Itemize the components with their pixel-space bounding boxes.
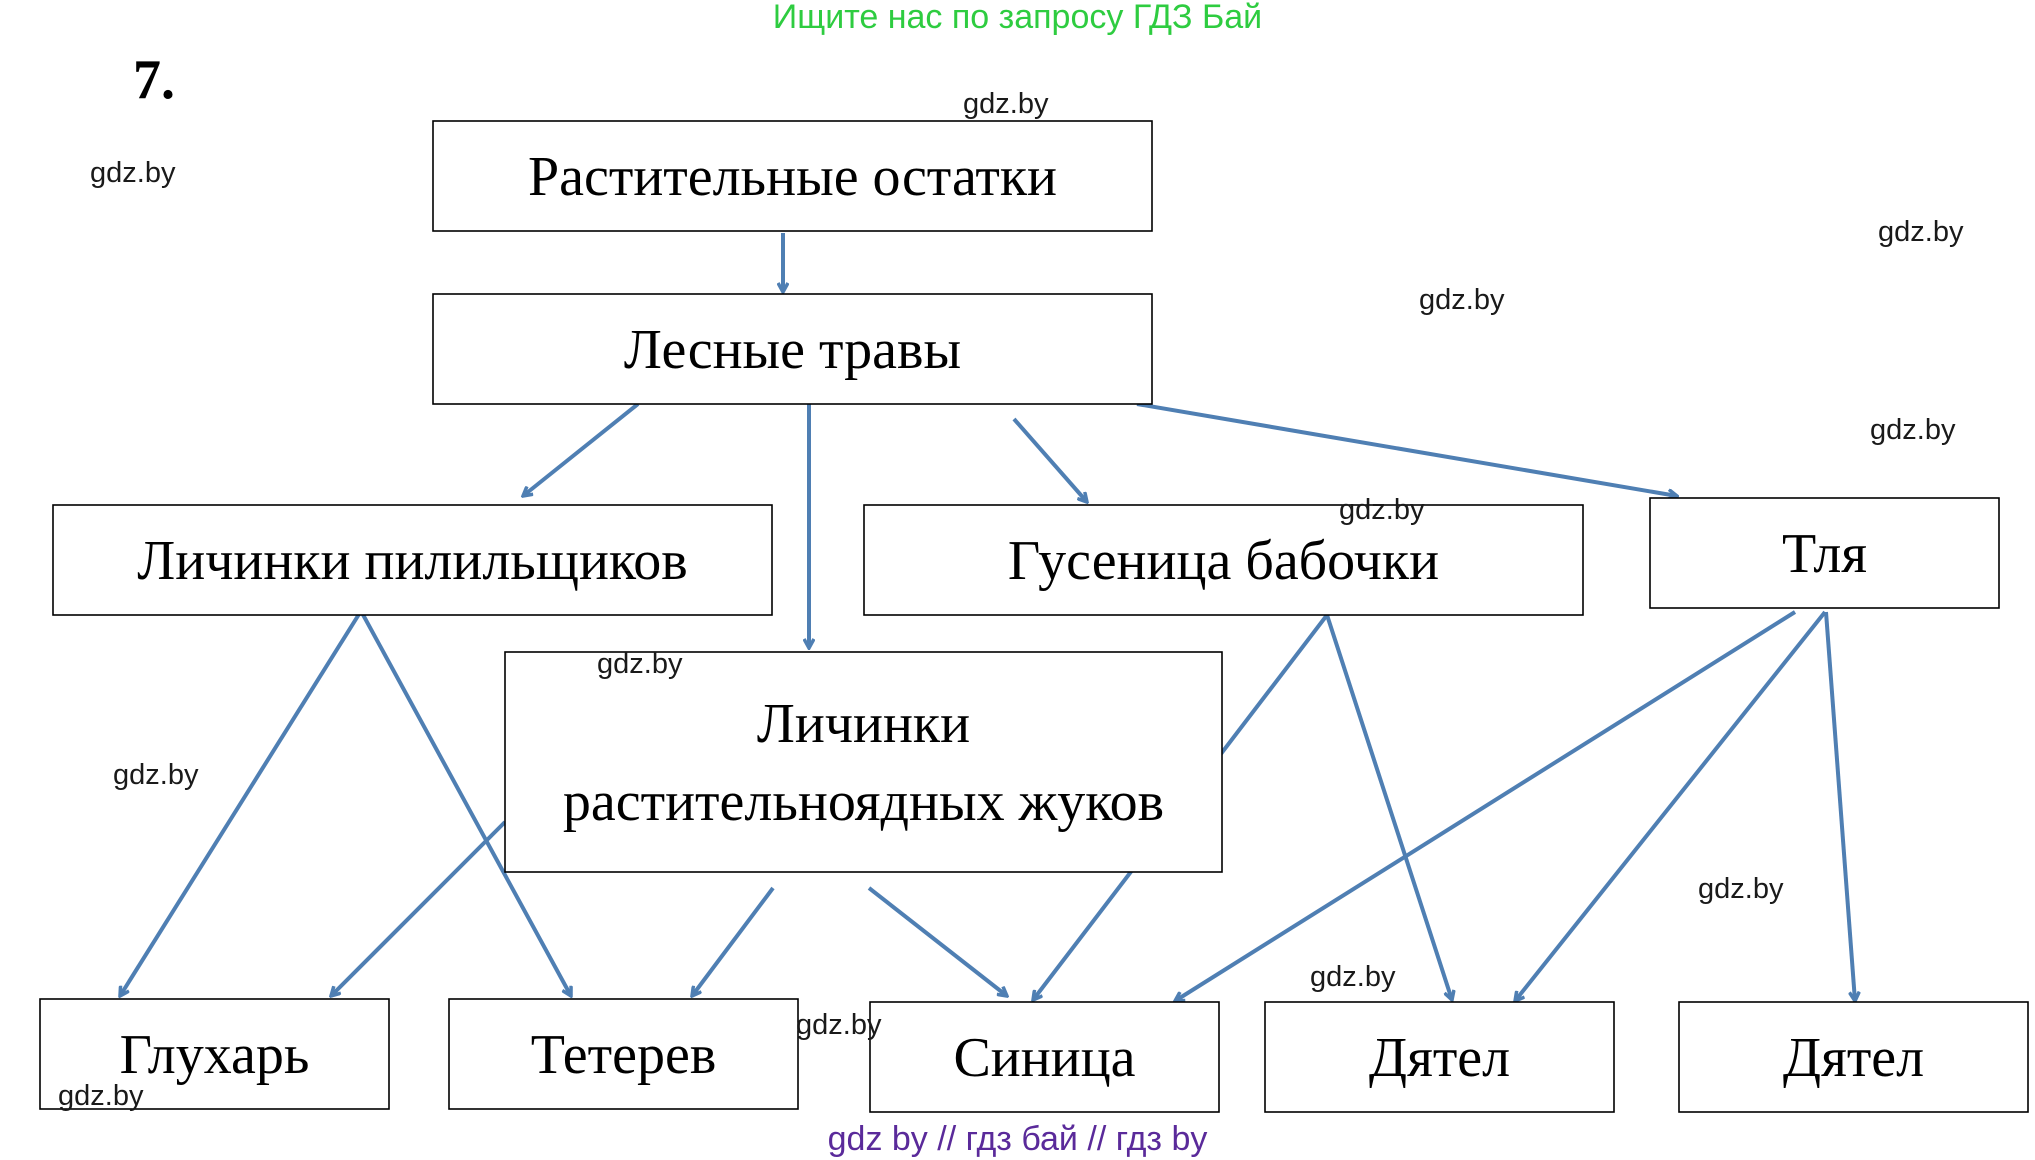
- node-label: Синица: [953, 1027, 1135, 1089]
- node-label: Дятел: [1369, 1027, 1510, 1089]
- node-label: Гусеница бабочки: [1008, 530, 1439, 592]
- node-lesnye-travy: Лесные травы: [432, 293, 1153, 405]
- node-dyatel-1: Дятел: [1264, 1001, 1615, 1113]
- watermark-text: gdz.by: [963, 88, 1049, 120]
- node-label: Личинки пилильщиков: [137, 530, 687, 592]
- arrow-gusenica-babochki-to-dyatel-1: [1325, 614, 1452, 1000]
- node-gusenica-babochki: Гусеница бабочки: [863, 504, 1584, 616]
- header-note: Ищите нас по запросу ГДЗ Бай: [772, 0, 1263, 36]
- node-box: [504, 651, 1223, 873]
- node-box: [39, 998, 390, 1110]
- watermark-text: gdz.by: [1339, 494, 1425, 526]
- watermark-text: gdz.by: [1698, 873, 1784, 905]
- node-label: Личинки: [757, 693, 970, 755]
- node-label: Лесные травы: [624, 319, 961, 381]
- watermark-text: gdz.by: [1870, 414, 1956, 446]
- task-number: 7.: [133, 49, 175, 111]
- node-box: [1678, 1001, 2029, 1113]
- arrow-lichinki-zhukov-to-sinica: [867, 886, 1007, 996]
- node-tlya: Тля: [1649, 497, 2000, 609]
- node-sinica: Синица: [869, 1001, 1220, 1113]
- watermark-text: gdz.by: [1419, 284, 1505, 316]
- arrow-lichinki-pililshchikov-to-teterev: [359, 610, 571, 996]
- watermark-text: gdz.by: [113, 759, 199, 791]
- node-dyatel-2: Дятел: [1678, 1001, 2029, 1113]
- node-glukhar: Глухарь: [39, 998, 390, 1110]
- node-box: [869, 1001, 1220, 1113]
- arrow-lichinki-zhukov-to-teterev: [692, 886, 775, 996]
- node-box: [448, 998, 799, 1110]
- node-box: [863, 504, 1584, 616]
- arrow-lesnye-travy-to-lichinki-pililshchikov: [523, 402, 640, 496]
- node-label: Глухарь: [120, 1024, 310, 1086]
- footer-note: gdz by // гдз бай // гдз by: [827, 1120, 1208, 1158]
- watermark-text: gdz.by: [1878, 216, 1964, 248]
- arrow-tlya-to-dyatel-1: [1515, 610, 1827, 1001]
- node-lichinki-zhukov: Личинки растительноядных жуков: [504, 651, 1223, 873]
- node-box: [432, 293, 1153, 405]
- node-label: Растительные остатки: [528, 146, 1057, 208]
- watermark-text: gdz.by: [597, 648, 683, 680]
- node-teterev: Тетерев: [448, 998, 799, 1110]
- watermark-text: gdz.by: [796, 1009, 882, 1041]
- node-label: Дятел: [1783, 1027, 1924, 1089]
- watermark-text: gdz.by: [58, 1080, 144, 1112]
- node-box: [432, 120, 1153, 232]
- arrow-lesnye-travy-to-gusenica-babochki: [1012, 417, 1087, 502]
- arrow-tlya-to-sinica: [1175, 610, 1797, 1001]
- node-box: [52, 504, 773, 616]
- arrow-tlya-to-dyatel-2: [1824, 611, 1855, 1001]
- watermark-text: gdz.by: [90, 157, 176, 189]
- watermark-text: gdz.by: [1310, 961, 1396, 993]
- node-label: Тля: [1782, 523, 1867, 585]
- node-box: [1649, 497, 2000, 609]
- node-rastitelnye-ostatki: Растительные остатки: [432, 120, 1153, 232]
- node-box: [1264, 1001, 1615, 1113]
- node-label: растительноядных жуков: [563, 771, 1164, 833]
- node-label: Тетерев: [531, 1024, 717, 1086]
- arrow-lichinki-pililshchikov-to-glukhar: [120, 609, 363, 996]
- arrow-lichinki-zhukov-to-glukhar: [331, 820, 507, 996]
- arrow-lesnye-travy-to-tlya: [1136, 402, 1677, 496]
- node-lichinki-pililshchikov: Личинки пилильщиков: [52, 504, 773, 616]
